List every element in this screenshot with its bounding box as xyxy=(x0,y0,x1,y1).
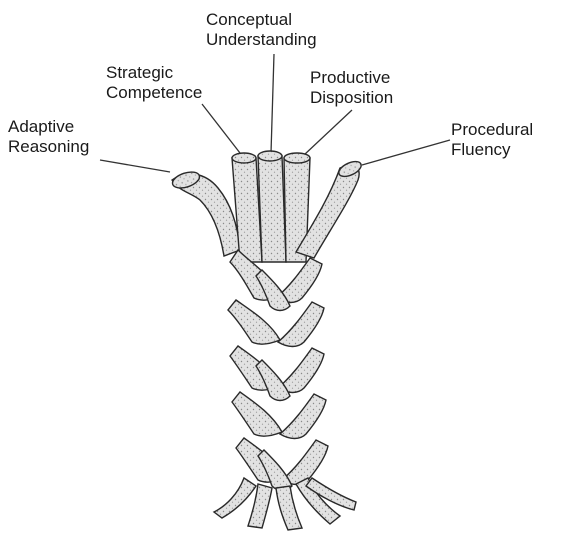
leader-line-strategic xyxy=(202,104,240,153)
label-line: Disposition xyxy=(310,88,393,108)
label-conceptual-understanding: Conceptual Understanding xyxy=(206,10,317,50)
strand-strategic-end xyxy=(232,153,256,163)
label-procedural-fluency: Procedural Fluency xyxy=(451,120,533,160)
label-line: Understanding xyxy=(206,30,317,50)
leader-line-conceptual xyxy=(271,54,274,153)
label-line: Adaptive xyxy=(8,117,89,137)
strand-tops xyxy=(171,151,364,262)
label-line: Productive xyxy=(310,68,393,88)
braid-body xyxy=(228,250,328,491)
label-line: Competence xyxy=(106,83,202,103)
strand-conceptual-end xyxy=(258,151,282,161)
label-line: Procedural xyxy=(451,120,533,140)
label-line: Reasoning xyxy=(8,137,89,157)
leader-line-procedural xyxy=(362,140,450,165)
label-adaptive-reasoning: Adaptive Reasoning xyxy=(8,117,89,157)
leader-line-productive xyxy=(304,110,352,155)
label-line: Fluency xyxy=(451,140,533,160)
leader-line-adaptive xyxy=(100,160,170,172)
label-productive-disposition: Productive Disposition xyxy=(310,68,393,108)
label-strategic-competence: Strategic Competence xyxy=(106,63,202,103)
strand-productive-end xyxy=(284,153,310,163)
braid-link xyxy=(282,440,328,485)
label-line: Conceptual xyxy=(206,10,317,30)
strand-conceptual xyxy=(258,156,286,262)
braid-link xyxy=(280,394,326,439)
label-line: Strategic xyxy=(106,63,202,83)
frayed-strand xyxy=(214,478,256,518)
frayed-strand xyxy=(276,486,302,530)
